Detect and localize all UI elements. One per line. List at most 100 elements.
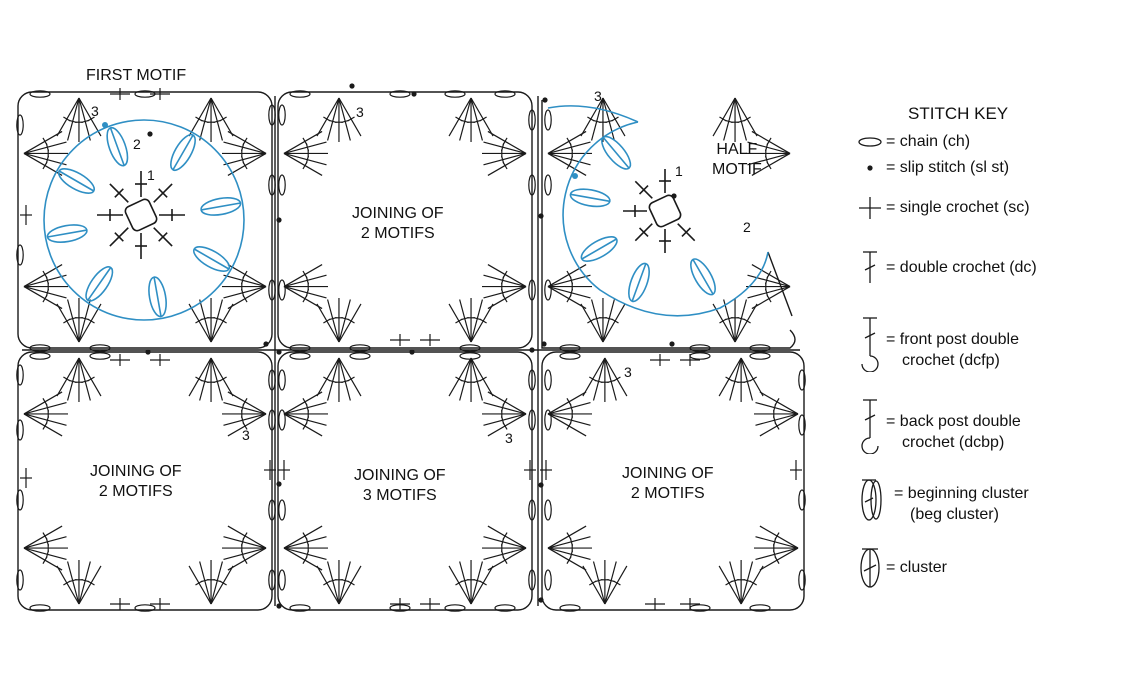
chain-stitch xyxy=(16,244,24,266)
double-crochet-bar xyxy=(566,294,572,303)
double-crochet-stitch xyxy=(23,547,63,571)
chain-stitch xyxy=(278,279,286,301)
joining-label: JOINING OF 2 MOTIFS xyxy=(90,462,182,502)
round-number: 1 xyxy=(675,163,683,179)
double-crochet-stitch xyxy=(740,561,754,605)
double-crochet-stitch xyxy=(338,299,351,343)
chain-stitch xyxy=(16,114,24,136)
double-crochet-stitch xyxy=(592,561,606,605)
double-crochet-stitch xyxy=(582,565,606,605)
double-crochet-bar xyxy=(242,532,248,540)
double-crochet-stitch xyxy=(747,152,791,166)
chain-stitch xyxy=(289,344,311,352)
double-crochet-bar xyxy=(63,580,71,586)
back-post-dc-icon xyxy=(861,399,879,454)
double-crochet-stitch xyxy=(66,561,80,605)
double-crochet-bar xyxy=(774,532,780,540)
chain-stitch xyxy=(544,369,552,391)
double-crochet-stitch xyxy=(199,357,212,401)
double-crochet-stitch xyxy=(580,303,604,343)
key-entry-text: = back post double xyxy=(886,413,1021,430)
key-entry-text: = cluster xyxy=(886,559,947,576)
cluster-petal-line xyxy=(58,170,95,192)
round-number: 2 xyxy=(133,136,141,152)
joining-label: JOINING OF 3 MOTIFS xyxy=(354,466,446,506)
joining-label: JOINING OF 2 MOTIFS xyxy=(622,464,714,504)
double-crochet-stitch xyxy=(223,536,267,549)
double-crochet-stitch xyxy=(448,303,472,343)
double-crochet-bar xyxy=(63,318,71,324)
cluster-petal-line xyxy=(570,193,610,203)
double-crochet-stitch xyxy=(547,285,591,299)
chain-stitch xyxy=(749,604,771,612)
chain-stitch xyxy=(278,104,286,126)
half-motif-rounds xyxy=(547,105,769,317)
chain-stitch xyxy=(544,279,552,301)
cluster-petal-line xyxy=(109,127,125,166)
double-crochet-stitch xyxy=(338,97,362,137)
double-crochet-bar xyxy=(589,580,597,586)
double-crochet-stitch xyxy=(547,547,587,571)
chain-stitch xyxy=(444,604,466,612)
chain-stitch xyxy=(268,104,276,126)
double-crochet-stitch xyxy=(223,401,267,415)
double-crochet-bar xyxy=(455,318,463,324)
chain-stitch xyxy=(494,604,516,612)
double-crochet-stitch xyxy=(227,130,267,154)
single-crochet-icon xyxy=(859,197,881,219)
slip-stitch xyxy=(102,122,108,128)
double-crochet-stitch xyxy=(283,547,327,561)
double-crochet-stitch xyxy=(338,357,351,401)
chain-stitch xyxy=(134,604,156,612)
double-crochet-stitch xyxy=(487,130,527,154)
double-crochet-stitch xyxy=(283,413,323,437)
slip-stitch xyxy=(572,173,578,179)
chain-stitch xyxy=(749,344,771,352)
double-crochet-stitch xyxy=(487,391,527,415)
double-crochet-stitch xyxy=(590,97,604,141)
double-crochet-stitch xyxy=(56,303,80,343)
edge-stitches xyxy=(20,88,802,610)
double-crochet-stitch xyxy=(210,97,224,141)
chain-stitch xyxy=(278,369,286,391)
double-crochet-stitch xyxy=(602,97,615,141)
double-crochet-stitch xyxy=(547,525,587,549)
chain-stitch xyxy=(494,90,516,98)
double-crochet-stitch xyxy=(604,357,617,401)
double-crochet-stitch xyxy=(448,97,472,137)
double-crochet-stitch xyxy=(459,299,472,343)
chain-stitch xyxy=(798,569,806,591)
double-crochet-stitch xyxy=(210,561,224,605)
double-crochet-stitch xyxy=(718,565,742,605)
double-crochet-stitch xyxy=(283,391,323,415)
double-crochet-stitch xyxy=(210,299,224,343)
double-crochet-stitch xyxy=(78,565,102,605)
double-crochet-stitch xyxy=(188,357,212,397)
chain-stitch xyxy=(544,409,552,431)
double-crochet-stitch xyxy=(210,357,234,397)
double-crochet-stitch xyxy=(483,413,527,426)
double-crochet-stitch xyxy=(483,401,527,415)
double-crochet-stitch xyxy=(483,285,527,299)
double-crochet-stitch xyxy=(723,299,736,343)
double-crochet-bar xyxy=(195,376,203,382)
chain-stitch xyxy=(268,409,276,431)
joining-label-line1: JOINING OF xyxy=(90,463,182,480)
double-crochet-stitch xyxy=(483,547,527,561)
cluster-petal-line xyxy=(581,238,617,260)
double-crochet-stitch xyxy=(459,561,472,605)
double-crochet-stitch xyxy=(602,97,626,137)
double-crochet-stitch xyxy=(547,274,591,288)
double-crochet-bar xyxy=(323,116,331,122)
double-crochet-stitch xyxy=(470,357,494,397)
chain-stitch xyxy=(528,279,536,301)
key-entry-text: = chain (ch) xyxy=(886,133,971,150)
double-crochet-bar xyxy=(455,580,463,586)
chain-stitch xyxy=(459,344,481,352)
double-crochet-stitch xyxy=(283,547,323,571)
double-crochet-stitch xyxy=(283,264,323,288)
chain-stitch xyxy=(29,344,51,352)
spoke-bar xyxy=(158,188,168,198)
double-crochet-stitch xyxy=(740,565,764,605)
double-crochet-bar xyxy=(725,376,733,382)
